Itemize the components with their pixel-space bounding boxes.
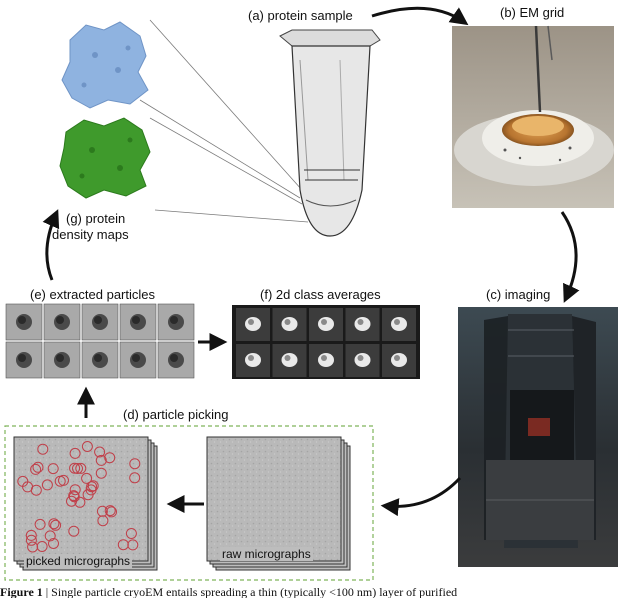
pick-circle [37, 443, 49, 455]
pick-circle [69, 447, 81, 459]
label-imaging: (c) imaging [486, 287, 551, 302]
pick-circle [69, 462, 81, 474]
pick-circle [17, 475, 29, 487]
particle-core [94, 316, 102, 324]
figure-canvas [4, 6, 618, 581]
pick-circle [95, 467, 107, 479]
pick-circle [69, 484, 81, 496]
em-grid-photo [452, 25, 614, 208]
class-average-detail [321, 319, 327, 325]
pick-circle [85, 484, 97, 496]
particle-picking-box [4, 425, 374, 581]
class-average-detail [284, 355, 291, 361]
pick-circle [44, 530, 56, 542]
particle-core [94, 354, 102, 362]
arrow-c-to-raw [380, 476, 462, 517]
pick-circle [72, 463, 83, 474]
pick-circle [50, 519, 62, 531]
pick-circle [81, 472, 93, 484]
pointer-lines [139, 19, 309, 223]
particle-core [56, 316, 64, 324]
pick-circle [96, 505, 108, 517]
pick-circle [47, 463, 59, 475]
pick-circle [30, 463, 42, 475]
pick-circle [129, 472, 141, 484]
pick-circle [75, 462, 87, 474]
green-density-map [59, 117, 151, 199]
label-density-maps-line2: density maps [52, 227, 129, 242]
class-averages-panel [232, 305, 420, 379]
microscope-photo [458, 307, 618, 567]
label-class-averages: (f) 2d class averages [260, 287, 381, 302]
label-particle-picking: (d) particle picking [123, 407, 229, 422]
arrow-extracted-to-maps [42, 209, 60, 281]
pick-circle [104, 505, 116, 517]
pick-circle [25, 529, 37, 541]
particle-core [18, 316, 26, 324]
class-average-detail [394, 355, 400, 361]
caption-text: | Single particle cryoEM entails spreadi… [42, 586, 458, 598]
particle-core [170, 354, 178, 362]
pick-circle [68, 490, 80, 502]
label-picked-micrographs: picked micrographs [24, 554, 133, 568]
pick-circle [117, 539, 129, 551]
pick-circle [95, 454, 107, 466]
pick-circle [25, 534, 37, 546]
pick-circle [106, 506, 117, 518]
label-density-maps-line1: (g) protein [66, 211, 126, 226]
pick-circle [81, 441, 93, 452]
particle-core [132, 316, 140, 324]
arrow-b-to-c [560, 211, 580, 303]
label-em-grid: (b) EM grid [500, 5, 565, 20]
class-average-detail [321, 355, 327, 361]
particle-core [170, 316, 178, 324]
pick-circle [48, 538, 59, 549]
pick-circle [66, 495, 77, 507]
blue-density-map [61, 21, 149, 109]
class-average-detail [248, 319, 254, 325]
extracted-particles-grid [5, 303, 195, 379]
pick-circle [97, 515, 109, 527]
particle-core [18, 354, 26, 362]
figure-caption: Figure 1 | Single particle cryoEM entail… [0, 586, 640, 598]
pick-circle [74, 496, 86, 508]
particle-core [56, 354, 64, 362]
pick-circle [48, 518, 60, 530]
class-average-detail [284, 319, 291, 325]
pick-circle [125, 528, 137, 539]
pick-circle [94, 446, 106, 458]
pick-circle [41, 479, 53, 491]
label-extracted-particles: (e) extracted particles [30, 287, 155, 302]
class-average-detail [248, 355, 254, 361]
pick-circle [129, 458, 141, 470]
label-raw-micrographs: raw micrographs [220, 547, 313, 561]
picked-micrographs-stack [13, 436, 158, 571]
class-average-detail [394, 319, 400, 325]
caption-figure-number: Figure 1 [0, 586, 43, 598]
pick-circle [32, 461, 44, 473]
pick-circle [27, 541, 39, 553]
protein-sample-tube [279, 29, 381, 237]
pick-circle [68, 525, 80, 537]
pick-circle [54, 475, 66, 487]
particle-core [132, 354, 140, 362]
pick-circle [104, 452, 116, 464]
class-average-detail [357, 355, 364, 361]
class-average-detail [357, 319, 364, 325]
pick-circle [34, 518, 46, 530]
label-protein-sample: (a) protein sample [248, 8, 353, 23]
arrow-a-to-b [371, 6, 469, 26]
workflow-arrows [42, 6, 580, 517]
